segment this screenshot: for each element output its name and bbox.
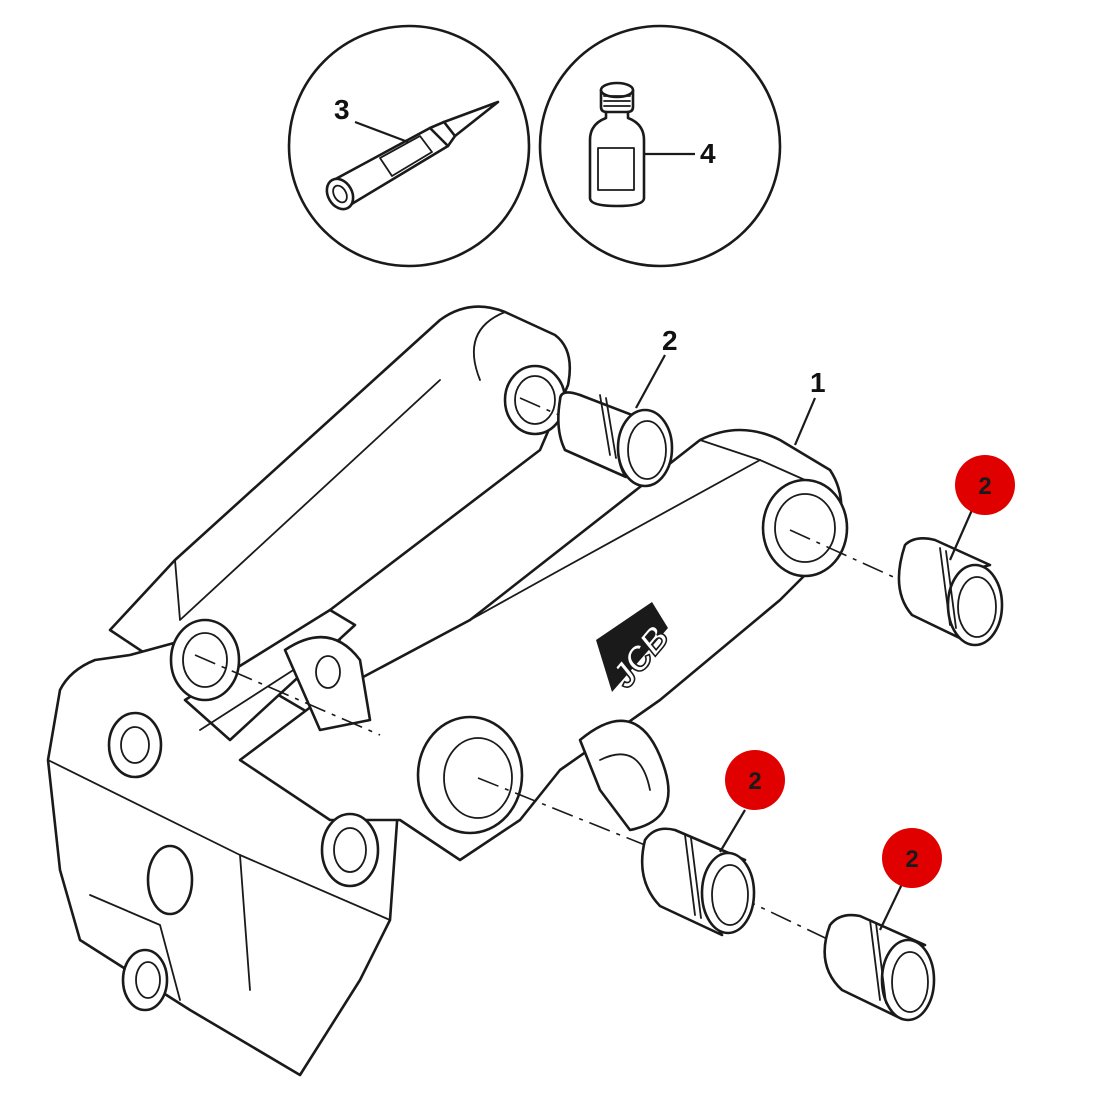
locking-fluid-bottle-icon [588, 81, 646, 208]
svg-text:2: 2 [748, 768, 761, 795]
bush-mid [640, 827, 756, 937]
badge-2-top-right: 2 [948, 455, 1015, 561]
sealant-tube-inset: 3 [287, 24, 531, 268]
svg-text:2: 2 [905, 846, 918, 873]
bush-top-right [897, 537, 1004, 647]
sealant-tube-icon [325, 100, 500, 211]
quick-hitch-frame: JCB [46, 305, 849, 1077]
bush-bottom-right [823, 913, 936, 1022]
badge-2-bottom-right: 2 [879, 828, 942, 931]
fluid-bottle-inset: 4 [538, 24, 782, 268]
callout-2-top-left: 2 [662, 325, 678, 356]
callout-1: 1 [810, 367, 826, 398]
svg-text:2: 2 [978, 473, 991, 500]
badge-2-mid: 2 [719, 750, 785, 853]
callout-4: 4 [700, 138, 716, 169]
callout-3: 3 [334, 94, 350, 125]
bush-top-left [557, 391, 674, 488]
